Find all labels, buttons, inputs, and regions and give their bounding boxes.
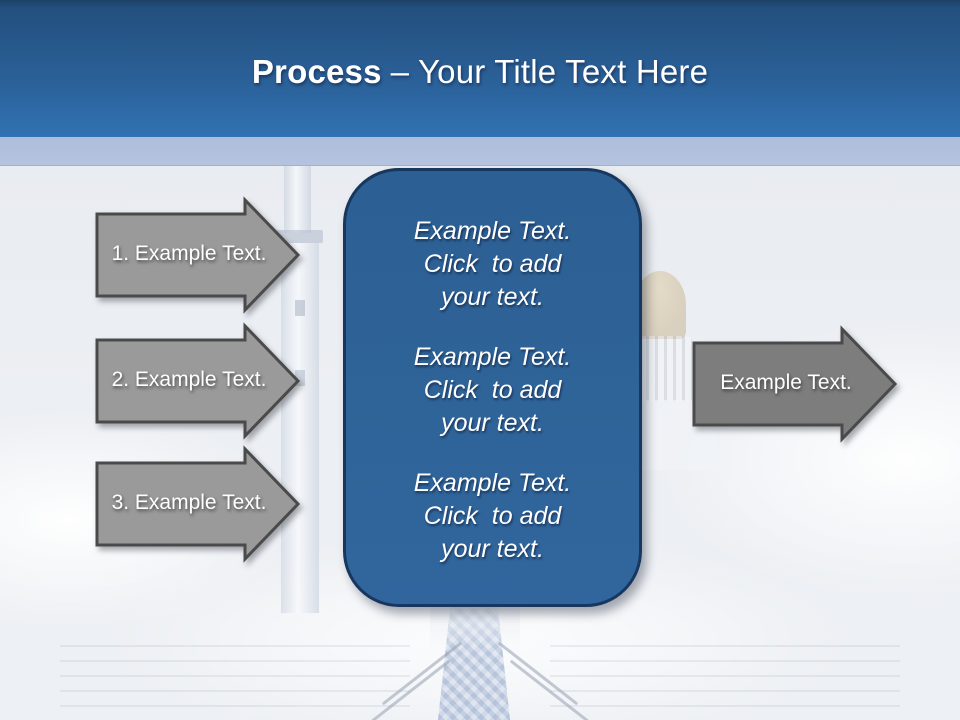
process-output-arrow[interactable]: Example Text. <box>692 325 898 443</box>
center-text-box[interactable]: Example Text. Click to add your text. Ex… <box>343 168 642 607</box>
stair-railing <box>369 659 451 720</box>
arrow-right-shape <box>95 445 301 563</box>
text-line: Example Text. <box>413 469 572 497</box>
stair-railing <box>381 641 463 706</box>
header-band <box>0 0 960 137</box>
stair-railing <box>509 659 591 720</box>
stairs-carpet <box>438 600 510 720</box>
text-line: Click to add <box>423 250 562 278</box>
stairs-right <box>550 645 900 720</box>
slide-title[interactable]: Process– Your Title Text Here <box>0 53 960 91</box>
process-output-arrow-label: Example Text. <box>720 371 852 394</box>
text-placeholder-2[interactable]: Example Text. Click to add your text. <box>364 341 621 440</box>
process-arrow-1-label: 1. Example Text. <box>111 242 267 265</box>
text-line: your text. <box>441 535 544 563</box>
process-arrow-3-label: 3. Example Text. <box>111 491 267 514</box>
process-arrow-1[interactable]: 1. Example Text. <box>95 196 301 314</box>
arrow-right-shape <box>95 322 301 440</box>
slide-title-text: – Your Title Text Here <box>390 53 709 90</box>
process-arrow-2-label: 2. Example Text. <box>111 368 267 391</box>
text-placeholder-1[interactable]: Example Text. Click to add your text. <box>364 215 621 314</box>
header-sub-band <box>0 137 960 166</box>
arrow-right-shape <box>95 196 301 314</box>
slide-title-keyword: Process <box>251 53 382 90</box>
text-line: Click to add <box>423 502 562 530</box>
stairs-left <box>60 645 410 720</box>
text-placeholder-3[interactable]: Example Text. Click to add your text. <box>364 467 621 566</box>
text-line: Click to add <box>423 376 562 404</box>
text-line: Example Text. <box>413 343 572 371</box>
text-line: your text. <box>441 409 544 437</box>
text-line: Example Text. <box>413 217 572 245</box>
process-arrow-2[interactable]: 2. Example Text. <box>95 322 301 440</box>
arrow-right-shape <box>692 325 898 443</box>
text-line: your text. <box>441 283 544 311</box>
process-arrow-3[interactable]: 3. Example Text. <box>95 445 301 563</box>
stair-railing <box>497 641 579 706</box>
